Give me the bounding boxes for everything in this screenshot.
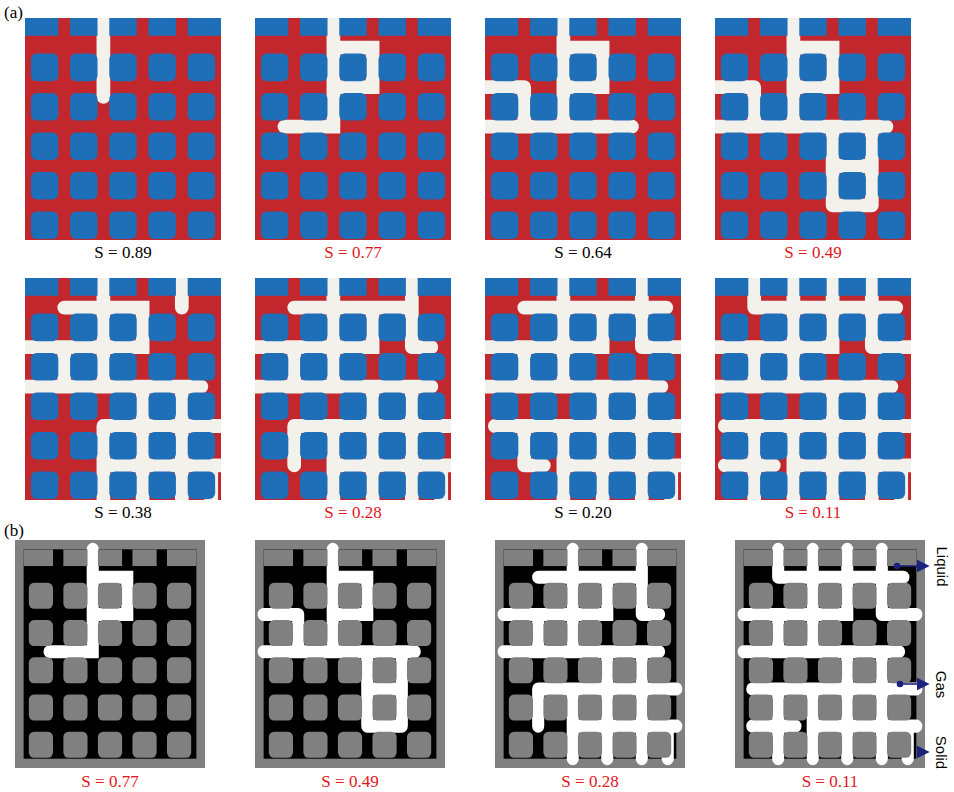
pore-image xyxy=(25,18,221,240)
pore-image xyxy=(485,18,681,240)
pore-image xyxy=(255,278,451,500)
saturation-label: S = 0.49 xyxy=(784,244,841,261)
pore-image xyxy=(25,278,221,500)
saturation-label: S = 0.77 xyxy=(324,244,381,261)
saturation-label: S = 0.11 xyxy=(785,504,842,521)
phase-label: Gas xyxy=(934,670,949,698)
saturation-label: S = 0.11 xyxy=(802,773,859,790)
pore-image xyxy=(485,278,681,500)
saturation-label: S = 0.49 xyxy=(321,773,378,790)
pore-image xyxy=(255,540,445,768)
phase-label: Solid xyxy=(934,735,949,768)
panel-letter: (a) xyxy=(4,4,23,21)
pore-image xyxy=(735,540,925,768)
saturation-label: S = 0.64 xyxy=(554,244,611,261)
pore-image xyxy=(715,278,911,500)
saturation-label: S = 0.20 xyxy=(554,504,611,521)
pore-image xyxy=(15,540,205,768)
saturation-label: S = 0.77 xyxy=(81,773,138,790)
phase-label: Liquid xyxy=(934,546,949,586)
pore-image xyxy=(255,18,451,240)
saturation-label: S = 0.38 xyxy=(94,504,151,521)
pore-image xyxy=(495,540,685,768)
panel-letter: (b) xyxy=(4,522,24,539)
pore-image xyxy=(715,18,911,240)
saturation-label: S = 0.28 xyxy=(561,773,618,790)
saturation-label: S = 0.89 xyxy=(94,244,151,261)
saturation-label: S = 0.28 xyxy=(324,504,381,521)
